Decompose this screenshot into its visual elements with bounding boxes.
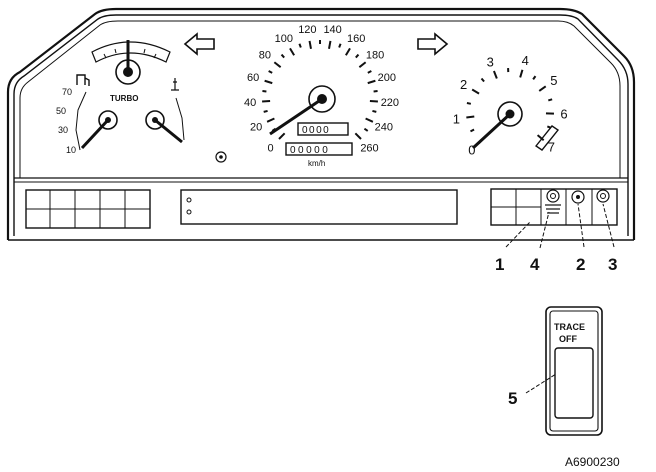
tachometer-ticks bbox=[466, 67, 555, 144]
odometer bbox=[285, 142, 353, 156]
speedometer-tick bbox=[345, 47, 351, 56]
speedometer-label-180: 180 bbox=[366, 50, 384, 62]
tachometer-tick bbox=[532, 75, 537, 80]
trip-counter bbox=[297, 122, 349, 136]
tachometer-tick bbox=[480, 77, 485, 83]
tachometer-label-3: 3 bbox=[487, 54, 494, 69]
tachometer-label-6: 6 bbox=[560, 107, 567, 122]
trace-off-switch: TRACE OFF bbox=[545, 306, 603, 436]
tachometer-tick bbox=[470, 128, 475, 133]
speedometer-label-200: 200 bbox=[378, 72, 396, 84]
speedometer-tick bbox=[328, 40, 332, 49]
oil-scale-70: 70 bbox=[62, 87, 72, 97]
speedometer-tick bbox=[263, 109, 268, 113]
right-indicator-block bbox=[490, 188, 618, 226]
callout-5: 5 bbox=[508, 389, 517, 408]
callout-4: 4 bbox=[530, 255, 540, 274]
speedometer-tick bbox=[273, 61, 282, 68]
speedometer-tick bbox=[280, 53, 285, 59]
callout-2: 2 bbox=[576, 255, 585, 274]
speedometer-label-160: 160 bbox=[347, 33, 365, 45]
speedometer-label-0: 0 bbox=[267, 142, 273, 154]
tachometer-scale: 0 1 2 3 4 5 6 7 bbox=[453, 53, 568, 158]
tachometer-redline bbox=[534, 125, 560, 151]
tachometer-tick bbox=[548, 98, 553, 102]
left-indicator-block bbox=[25, 189, 151, 229]
speedometer-tick bbox=[367, 70, 372, 74]
speedometer-tick bbox=[268, 70, 273, 74]
trace-label: TRACE bbox=[554, 322, 585, 332]
speedometer-tick bbox=[308, 40, 312, 49]
tachometer-tick bbox=[466, 102, 472, 105]
tachometer-tick bbox=[536, 134, 545, 142]
tachometer-tick bbox=[492, 70, 498, 79]
speedometer-tick bbox=[289, 47, 295, 56]
oil-gauge: 10 30 50 70 bbox=[56, 74, 118, 155]
speed-unit: km/h bbox=[308, 159, 325, 168]
speedometer-tick bbox=[367, 79, 376, 85]
tachometer-tick bbox=[538, 85, 547, 92]
tachometer-tick bbox=[519, 69, 524, 78]
speedometer-tick bbox=[355, 53, 360, 59]
speedometer-tick bbox=[338, 43, 342, 48]
tachometer-tick bbox=[466, 115, 475, 119]
turbo-gauge: TURBO bbox=[91, 40, 171, 103]
speedometer-label-20: 20 bbox=[250, 122, 262, 134]
speedometer-label-260: 260 bbox=[360, 142, 378, 154]
speedometer-label-220: 220 bbox=[381, 97, 399, 109]
speedometer-tick bbox=[358, 61, 367, 68]
traction-indicator-lamp bbox=[545, 189, 561, 214]
speedometer-label-140: 140 bbox=[323, 24, 341, 36]
turbo-label: TURBO bbox=[110, 94, 138, 103]
speedometer-tick bbox=[278, 132, 286, 140]
speedometer-tick bbox=[372, 109, 377, 113]
speedometer-label-40: 40 bbox=[244, 97, 256, 109]
speedometer-label-60: 60 bbox=[247, 72, 259, 84]
speedometer-label-240: 240 bbox=[375, 122, 393, 134]
warning-lamp-icon bbox=[215, 151, 227, 163]
tachometer-label-7: 7 bbox=[548, 139, 555, 154]
odometer-digits: 00000 bbox=[290, 145, 330, 156]
oil-scale-10: 10 bbox=[66, 145, 76, 155]
center-display bbox=[180, 189, 458, 225]
tachometer-label-2: 2 bbox=[460, 77, 467, 92]
tachometer-label-0: 0 bbox=[468, 143, 475, 158]
speedometer-tick bbox=[365, 117, 374, 123]
callout-leaders bbox=[505, 203, 615, 394]
fuel-pump-icon bbox=[76, 74, 90, 86]
tachometer-label-4: 4 bbox=[522, 53, 529, 68]
tachometer: 0 1 2 3 4 5 6 7 bbox=[453, 53, 568, 158]
speedometer-tick bbox=[354, 132, 362, 140]
brake-warning-lamp bbox=[596, 189, 610, 203]
temperature-icon bbox=[171, 78, 179, 91]
speedometer-label-100: 100 bbox=[275, 33, 293, 45]
off-label: OFF bbox=[559, 334, 577, 344]
speedometer-tick bbox=[363, 127, 369, 132]
speedometer-label-80: 80 bbox=[259, 50, 271, 62]
speedometer-tick bbox=[266, 117, 275, 123]
temperature-gauge bbox=[145, 78, 185, 144]
trip-counter-digits: 0000 bbox=[302, 125, 330, 136]
tachometer-label-5: 5 bbox=[550, 73, 557, 88]
speedometer-tick bbox=[264, 79, 273, 85]
right-turn-arrow-icon bbox=[417, 32, 449, 56]
figure-code: A6900230 bbox=[565, 455, 620, 469]
callout-1: 1 bbox=[495, 255, 504, 274]
speedometer-label-120: 120 bbox=[298, 24, 316, 36]
cluster-housing bbox=[6, 7, 636, 241]
callout-3: 3 bbox=[608, 255, 617, 274]
tachometer-tick bbox=[471, 88, 480, 95]
speedometer-ticks bbox=[262, 40, 378, 140]
abs-warning-lamp bbox=[571, 190, 585, 204]
oil-scale-30: 30 bbox=[58, 125, 68, 135]
left-turn-arrow-icon bbox=[183, 32, 215, 56]
speedometer-tick bbox=[298, 43, 302, 48]
tachometer-label-1: 1 bbox=[453, 111, 460, 126]
oil-scale-50: 50 bbox=[56, 106, 66, 116]
